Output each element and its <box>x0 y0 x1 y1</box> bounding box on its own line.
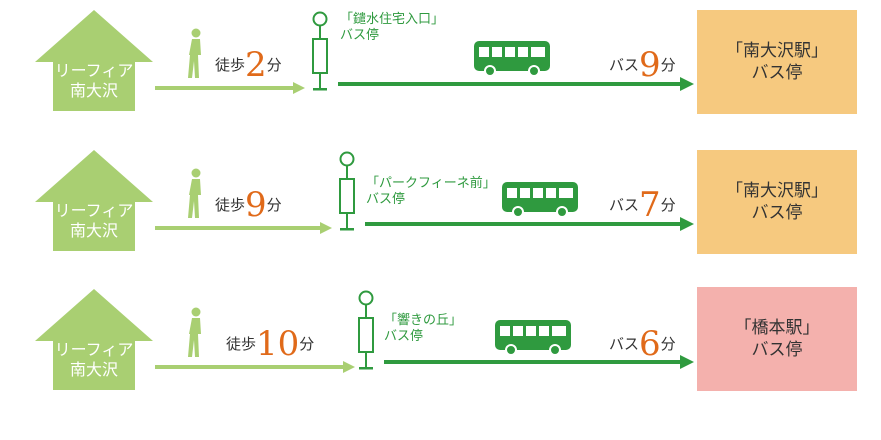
bus-icon <box>474 41 550 77</box>
bus-label: バス <box>609 335 640 353</box>
bus-label: バス <box>609 196 640 214</box>
bus-arrow <box>384 355 694 369</box>
bus-stop-name: 「パークフィーネ前」 バス停 <box>366 176 496 207</box>
walking-person-icon <box>188 307 201 357</box>
walk-arrow <box>155 222 332 234</box>
home-label: リーフィア 南大沢 <box>54 61 134 100</box>
route-row-3: リーフィア 南大沢 徒歩10分 「響きの丘」 バス停 バス6分 「橋本駅」 バス… <box>0 287 881 397</box>
bus-stop-name: 「鑓水住宅入口」 バス停 <box>340 12 445 43</box>
walk-time: 徒歩10分 <box>226 327 314 361</box>
walk-label: 徒歩 <box>215 56 246 74</box>
house-icon: リーフィア 南大沢 <box>33 287 155 390</box>
walk-label: 徒歩 <box>215 196 246 214</box>
house-icon: リーフィア 南大沢 <box>33 148 155 251</box>
walk-arrow <box>155 82 305 94</box>
walk-unit: 分 <box>299 335 315 353</box>
walk-unit: 分 <box>266 196 282 214</box>
walk-minutes: 10 <box>256 324 300 364</box>
destination-box: 「南大沢駅」 バス停 <box>697 10 857 114</box>
bus-minutes: 6 <box>639 324 661 364</box>
bus-minutes: 9 <box>639 45 661 85</box>
bus-arrow <box>365 217 694 231</box>
bus-unit: 分 <box>660 196 676 214</box>
destination-box: 「橋本駅」 バス停 <box>697 287 857 391</box>
walk-time: 徒歩2分 <box>215 48 282 82</box>
bus-arrow <box>338 77 694 91</box>
walk-minutes: 2 <box>245 45 267 85</box>
bus-stop-icon <box>312 11 328 91</box>
bus-minutes: 7 <box>639 185 661 225</box>
house-icon: リーフィア 南大沢 <box>33 8 155 111</box>
bus-icon <box>495 320 571 356</box>
bus-icon <box>502 182 578 218</box>
route-row-2: リーフィア 南大沢 徒歩9分 「パークフィーネ前」 バス停 バス7分 「南大沢駅… <box>0 148 881 258</box>
bus-time: バス7分 <box>609 188 676 222</box>
bus-unit: 分 <box>660 335 676 353</box>
bus-label: バス <box>609 56 640 74</box>
walk-minutes: 9 <box>245 185 267 225</box>
bus-time: バス6分 <box>609 327 676 361</box>
bus-stop-name: 「響きの丘」 バス停 <box>384 313 463 344</box>
walk-unit: 分 <box>266 56 282 74</box>
bus-stop-icon <box>358 290 374 370</box>
home-label: リーフィア 南大沢 <box>54 201 134 240</box>
walking-person-icon <box>188 28 201 78</box>
destination-box: 「南大沢駅」 バス停 <box>697 150 857 254</box>
walk-time: 徒歩9分 <box>215 188 282 222</box>
bus-stop-icon <box>339 151 355 231</box>
bus-unit: 分 <box>660 56 676 74</box>
home-label: リーフィア 南大沢 <box>54 340 134 379</box>
walk-arrow <box>155 361 355 373</box>
route-row-1: リーフィア 南大沢 徒歩2分 「鑓水住宅入口」 バス停 バス9分 「南大沢駅」 … <box>0 8 881 118</box>
bus-time: バス9分 <box>609 48 676 82</box>
walking-person-icon <box>188 168 201 218</box>
walk-label: 徒歩 <box>226 335 257 353</box>
